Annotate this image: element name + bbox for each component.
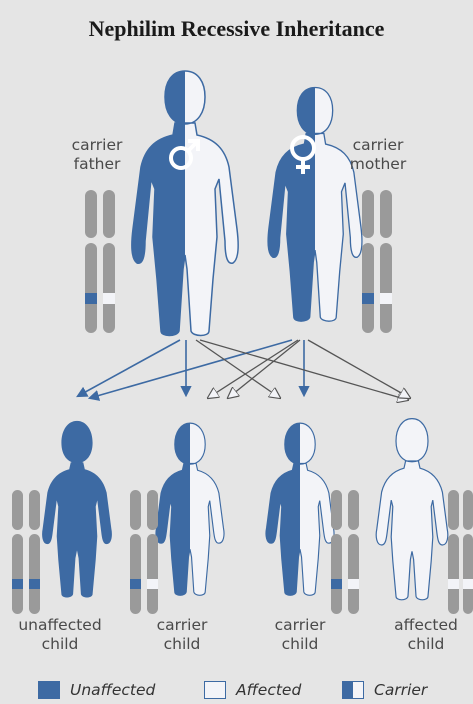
child-label-line2: child xyxy=(41,635,79,653)
mother-label: carrier mother xyxy=(340,136,416,174)
legend-label: Carrier xyxy=(374,681,428,699)
child-label-line1: carrier xyxy=(274,616,326,634)
child-label-line2: child xyxy=(407,635,445,653)
legend: Unaffected Affected Carrier xyxy=(0,676,473,704)
child-affected-chromosomes xyxy=(448,490,473,614)
child-label-line1: affected xyxy=(394,616,458,634)
legend-label: Affected xyxy=(236,681,302,699)
child-unaffected-figure xyxy=(42,421,112,598)
mother-label-line2: mother xyxy=(349,155,407,173)
child-affected-figure xyxy=(376,419,448,600)
mother-chromosomes xyxy=(362,190,392,333)
child-label-carrier-2: carrier child xyxy=(258,616,342,654)
male-symbol-icon xyxy=(169,139,200,170)
child-label-line1: carrier xyxy=(156,616,208,634)
child-unaffected-chromosomes xyxy=(12,490,40,614)
child-label-line2: child xyxy=(163,635,201,653)
child-label-carrier-1: carrier child xyxy=(140,616,224,654)
father-label-line2: father xyxy=(73,155,121,173)
child-label-line2: child xyxy=(281,635,319,653)
mother-label-line1: carrier xyxy=(352,136,404,154)
child-label-affected: affected child xyxy=(380,616,472,654)
legend-item-carrier: Carrier xyxy=(342,680,427,700)
child-label-line1: unaffected xyxy=(18,616,102,634)
child-carrier-chromosomes-1 xyxy=(130,490,158,614)
father-chromosomes xyxy=(85,190,115,333)
female-symbol-icon xyxy=(290,135,316,174)
legend-swatch-solid xyxy=(38,681,60,699)
mother-figure xyxy=(268,88,362,322)
diagram-title: Nephilim Recessive Inheritance xyxy=(88,16,385,41)
child-carrier-figure-2 xyxy=(266,423,334,595)
father-figure xyxy=(132,71,238,336)
inheritance-arrows xyxy=(76,339,410,400)
child-label-unaffected: unaffected child xyxy=(2,616,118,654)
father-label-line1: carrier xyxy=(71,136,123,154)
legend-swatch-half xyxy=(342,681,364,699)
legend-label: Unaffected xyxy=(70,681,156,699)
child-carrier-chromosomes-2 xyxy=(331,490,359,614)
child-carrier-figure-1 xyxy=(156,423,224,595)
legend-swatch-empty xyxy=(204,681,226,699)
father-label: carrier father xyxy=(62,136,132,174)
legend-item-affected: Affected xyxy=(204,680,301,700)
legend-item-unaffected: Unaffected xyxy=(38,680,155,700)
